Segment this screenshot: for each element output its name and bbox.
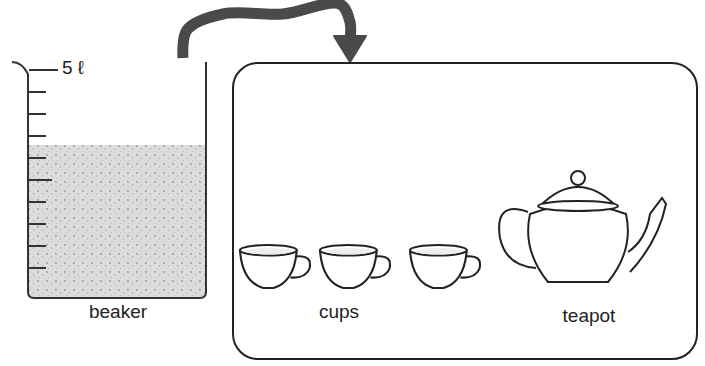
tableware-box: cups teapot bbox=[232, 62, 698, 360]
cups-label: cups bbox=[319, 301, 359, 322]
curved-arrow bbox=[183, 3, 366, 62]
teapot-label: teapot bbox=[563, 305, 616, 326]
teapot-drawing bbox=[499, 171, 666, 282]
beaker-label: beaker bbox=[89, 301, 147, 322]
beaker-shape: 5 ℓ beaker bbox=[8, 58, 224, 342]
beaker-drawing bbox=[12, 62, 206, 298]
cup-drawings bbox=[240, 245, 480, 288]
arrow-shaft bbox=[183, 3, 351, 58]
arrow-head bbox=[334, 36, 366, 62]
volume-mark: 5 ℓ bbox=[62, 57, 84, 78]
